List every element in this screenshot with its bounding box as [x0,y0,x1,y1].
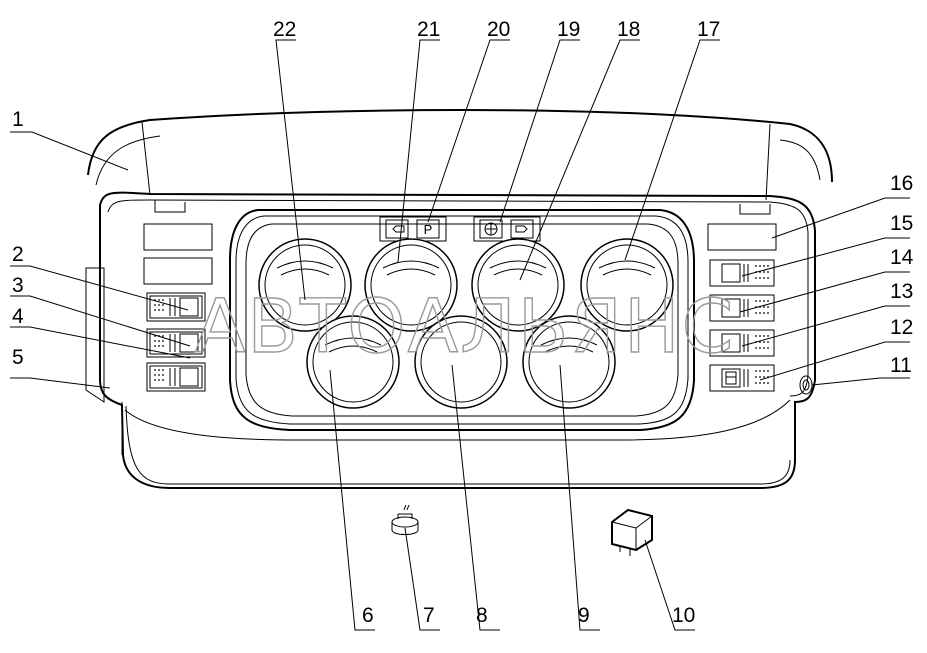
switch-3 [146,328,206,358]
switch-13 [709,329,775,357]
gauge-cluster-bezel [229,209,695,431]
callout-14: 14 [890,246,914,269]
callout-15: 15 [890,212,913,235]
callout-20: 20 [487,18,510,41]
callout-17: 17 [697,18,720,41]
switch-14 [709,294,775,322]
gauge-8 [414,315,508,409]
callout-10: 10 [672,604,695,627]
callout-4: 4 [12,305,24,328]
switch-2 [146,292,206,322]
callout-1: 1 [12,108,24,131]
left-switch-panel [143,223,213,392]
switch-15 [709,259,775,287]
parking-brake-symbol: P [424,222,433,237]
callout-21: 21 [417,18,440,41]
switch-4 [146,362,206,392]
callout-8: 8 [476,604,488,627]
callout-13: 13 [890,280,913,303]
callout-7: 7 [423,604,435,627]
gauge-18-right [471,238,565,332]
callout-5: 5 [12,346,24,369]
gauge-17 [580,238,674,332]
indicator-lamps-right [473,216,541,242]
leader-lines [10,39,910,631]
callout-12: 12 [890,316,913,339]
indicator-lamps-left: P [379,216,447,242]
callout-11: 11 [890,354,912,377]
gauge-22 [258,238,352,332]
callout-3: 3 [12,274,24,297]
watermark-text: АВТОАЛЬЯНС [195,284,736,370]
callout-6: 6 [362,604,374,627]
lamp-knob-7 [391,504,419,535]
switch-12 [709,364,775,392]
dashboard-housing [85,109,833,489]
gauge-6 [306,315,400,409]
gauges [258,238,674,409]
callout-22: 22 [273,18,296,41]
gauge-9 [522,315,616,409]
gauge-18-left [364,238,458,332]
callout-9: 9 [578,604,590,627]
callout-2: 2 [12,243,24,266]
callout-19: 19 [557,18,580,41]
callout-18: 18 [617,18,640,41]
callout-labels: 1 2 3 4 5 6 7 8 9 10 11 12 13 14 15 16 1… [12,18,914,627]
relay-10 [611,508,653,556]
callout-16: 16 [890,172,913,195]
